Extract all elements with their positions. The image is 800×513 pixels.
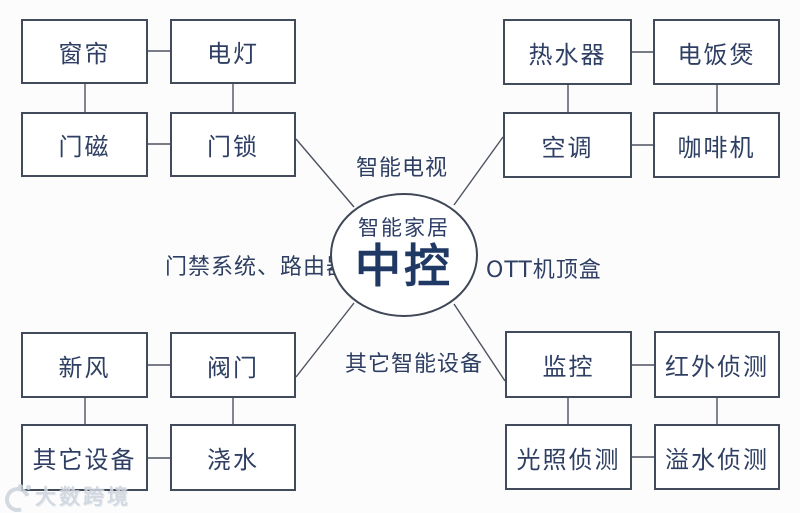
node-other-devices: 其它设备 — [21, 424, 148, 491]
node-infrared-detection: 红外侦测 — [654, 331, 780, 398]
hub-subtitle: 中控 — [355, 239, 453, 294]
node-light-detection: 光照侦测 — [505, 424, 632, 490]
node-curtain: 窗帘 — [21, 19, 148, 84]
node-overflow-detection: 溢水侦测 — [654, 424, 780, 490]
node-valve: 阀门 — [170, 332, 296, 398]
node-watering: 浇水 — [170, 424, 296, 491]
node-water-heater: 热水器 — [503, 19, 632, 85]
node-light: 电灯 — [170, 19, 296, 84]
central-hub-circle: 智能家居 中控 — [330, 193, 478, 317]
edge-label-smart-tv: 智能电视 — [356, 156, 449, 181]
watermark-logo-icon — [0, 482, 35, 513]
edge-label-other-smart-devices: 其它智能设备 — [345, 352, 484, 377]
edge-label-ott-box: OTT机顶盒 — [486, 258, 602, 283]
watermark: 大数跨境 — [0, 481, 131, 513]
node-monitoring: 监控 — [505, 331, 632, 398]
node-door-magnet: 门磁 — [21, 112, 148, 177]
node-coffee-machine: 咖啡机 — [653, 112, 780, 178]
hub-title: 智能家居 — [358, 216, 450, 240]
node-rice-cooker: 电饭煲 — [653, 19, 780, 85]
node-fresh-air: 新风 — [21, 332, 148, 398]
node-air-conditioner: 空调 — [503, 112, 632, 178]
edge-label-access-router: 门禁系统、路由器 — [165, 255, 350, 280]
node-door-lock: 门锁 — [170, 112, 296, 177]
watermark-text: 大数跨境 — [35, 485, 131, 509]
